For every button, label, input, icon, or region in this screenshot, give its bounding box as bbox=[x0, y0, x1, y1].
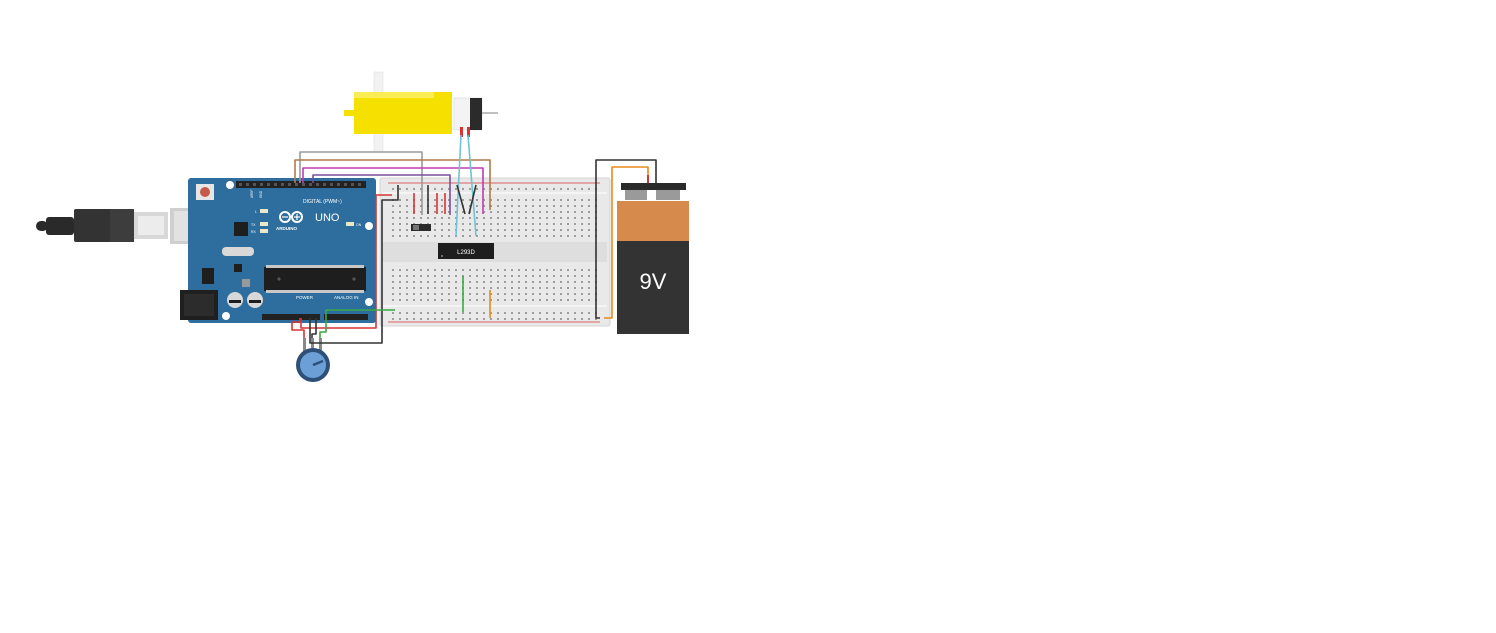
wire-gray bbox=[299, 151, 423, 215]
center-channel bbox=[383, 242, 607, 262]
on-led-label: ON bbox=[356, 223, 362, 227]
battery-9v[interactable]: 9V bbox=[617, 183, 689, 334]
atmega-chip bbox=[264, 267, 366, 291]
motor-gearbox bbox=[354, 92, 434, 134]
power-label: POWER bbox=[296, 295, 314, 300]
wire-magenta bbox=[302, 167, 484, 214]
wire-battery-orange bbox=[604, 166, 649, 319]
slide-switch[interactable] bbox=[411, 224, 431, 231]
analog-header bbox=[324, 314, 368, 320]
wires[interactable] bbox=[291, 134, 657, 344]
wire-red-5v bbox=[300, 194, 392, 329]
usb-chip bbox=[234, 222, 248, 236]
model-text: UNO bbox=[315, 212, 340, 224]
logo-text: ARDUINO bbox=[276, 226, 297, 231]
tx-led-label: TX bbox=[251, 223, 256, 227]
power-header bbox=[262, 314, 320, 320]
wire-black-gnd bbox=[309, 185, 399, 344]
jumper-black-2 bbox=[456, 184, 466, 215]
arduino-board[interactable]: DIGITAL (PWM~) AREF GND UNO ARDUINO L TX… bbox=[170, 178, 376, 323]
svg-text:AREF: AREF bbox=[250, 189, 254, 198]
wire-battery-black bbox=[595, 159, 657, 319]
svg-text:GND: GND bbox=[259, 190, 263, 198]
battery-top bbox=[617, 201, 689, 241]
digital-header bbox=[236, 181, 366, 188]
wire-pot-black bbox=[311, 318, 317, 338]
wire-pot-green bbox=[319, 318, 327, 338]
breadboard-holes bbox=[392, 188, 597, 320]
wire-pot-red bbox=[291, 318, 305, 338]
chip-label: L293D bbox=[457, 250, 475, 256]
crystal bbox=[222, 247, 254, 256]
dc-motor[interactable] bbox=[344, 71, 498, 153]
wire-cyan-2 bbox=[467, 134, 477, 237]
analog-label: ANALOG IN bbox=[334, 295, 359, 300]
battery-label: 9V bbox=[640, 269, 667, 294]
wire-purple bbox=[312, 174, 451, 215]
l-led-label: L bbox=[255, 210, 257, 214]
digital-label: DIGITAL (PWM~) bbox=[303, 199, 342, 205]
wire-cyan-1 bbox=[455, 134, 462, 237]
arduino-logo bbox=[279, 211, 303, 223]
wire-brown bbox=[294, 159, 491, 210]
jumper-black-3 bbox=[468, 184, 477, 215]
battery-body bbox=[617, 241, 689, 334]
wire-green-analog bbox=[325, 309, 395, 318]
usb-cable[interactable] bbox=[36, 209, 168, 242]
l293d-chip[interactable]: L293D bbox=[438, 243, 494, 259]
rx-led-label: RX bbox=[251, 230, 257, 234]
potentiometer[interactable] bbox=[296, 338, 330, 382]
